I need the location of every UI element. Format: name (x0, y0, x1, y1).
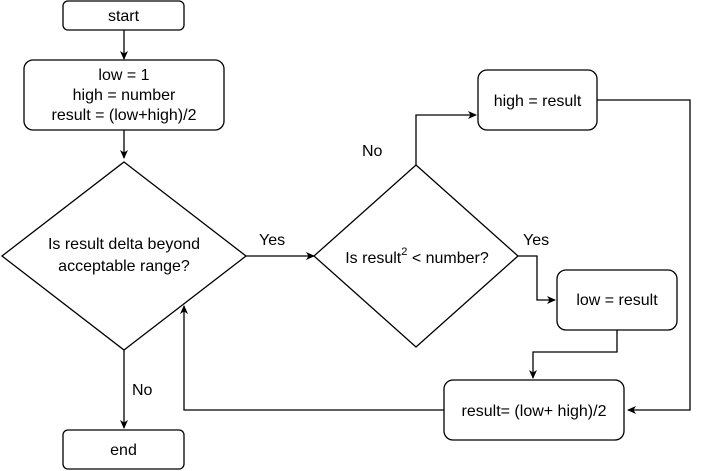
end-node: end (62, 429, 185, 470)
edge-recompute-to-decision (180, 305, 444, 411)
decision-square-label: Is result2 < number? (345, 246, 489, 267)
decision-delta: Is result delta beyond acceptable range? (0, 161, 248, 351)
edge-high-to-recompute (597, 99, 691, 414)
high-assign-label: high = result (494, 93, 582, 110)
low-assign-process: low = result (556, 269, 678, 331)
edge-label-square-yes: Yes (523, 232, 549, 249)
edges (120, 30, 691, 429)
edge-square-yes-to-low (518, 255, 556, 304)
decision-square: Is result2 < number? (313, 164, 519, 348)
decision-square-prefix: Is result (345, 250, 402, 267)
recompute-label: result= (low+ high)/2 (462, 403, 607, 420)
edge-label-square-no: No (362, 143, 383, 160)
edge-low-to-recompute (529, 330, 618, 379)
decision-delta-line-1: Is result delta beyond (48, 236, 200, 253)
init-line-3: result = (low+high)/2 (52, 107, 197, 124)
start-label: start (108, 8, 140, 25)
edge-label-delta-yes: Yes (259, 232, 285, 249)
init-line-1: low = 1 (98, 67, 149, 84)
decision-delta-line-2: acceptable range? (58, 258, 190, 275)
decision-square-suffix: < number? (407, 250, 488, 267)
low-assign-label: low = result (576, 292, 658, 309)
init-line-2: high = number (73, 87, 176, 104)
high-assign-process: high = result (477, 69, 598, 131)
edge-square-no-to-high (415, 111, 477, 165)
decision-square-superscript: 2 (401, 246, 407, 258)
edge-label-delta-no: No (132, 382, 153, 399)
recompute-process: result= (low+ high)/2 (443, 379, 625, 441)
end-label: end (110, 442, 137, 459)
start-node: start (62, 0, 185, 31)
init-process: low = 1 high = number result = (low+high… (23, 59, 225, 131)
